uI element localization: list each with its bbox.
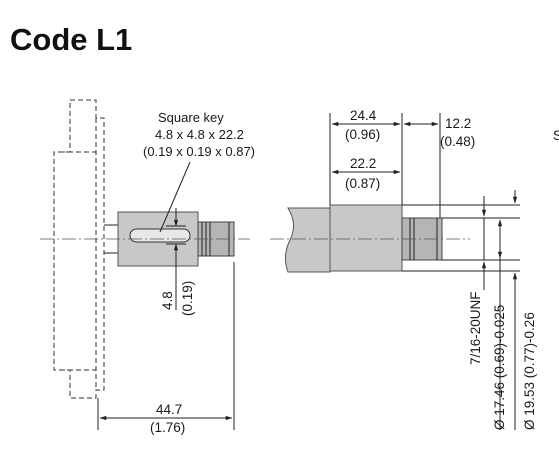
- length-mm: 44.7: [156, 402, 182, 417]
- key-leader-line: [159, 161, 191, 233]
- page-title: Code L1: [10, 22, 132, 57]
- shaft-length-dimension: [329, 113, 403, 205]
- cut-letter: S: [553, 128, 559, 143]
- square-key-size-mm: 4.8 x 4.8 x 22.2: [155, 127, 244, 142]
- square-key-label: Square key: [158, 110, 224, 125]
- thread-length-dimension: [403, 113, 441, 218]
- key-height-dimension: [166, 208, 186, 310]
- thread-spec: 7/16-20UNF: [468, 291, 483, 365]
- shaft-length-mm: 24.4: [350, 108, 377, 123]
- shaft-side-view: [284, 204, 443, 273]
- pilot-diameter: Ø 17.46 (0.69)-0.025: [492, 305, 507, 430]
- shaft-length-in: (0.96): [345, 127, 380, 142]
- shaft-diameter: Ø 19.53 (0.77)-0.26: [522, 312, 537, 430]
- mounting-flange: [53, 99, 118, 399]
- length-in: (1.76): [150, 420, 185, 435]
- length-dimension: [97, 262, 235, 430]
- thread-length-mm: 12.2: [445, 116, 471, 131]
- thread-length-in: (0.48): [440, 134, 475, 149]
- key-length-mm: 22.2: [350, 156, 376, 171]
- key-length-in: (0.87): [345, 176, 380, 191]
- square-key-size-in: (0.19 x 0.19 x 0.87): [143, 144, 255, 159]
- key-height-mm: 4.8: [160, 291, 175, 310]
- diameter-dimensions: [402, 190, 520, 430]
- key-height-in: (0.19): [180, 281, 195, 316]
